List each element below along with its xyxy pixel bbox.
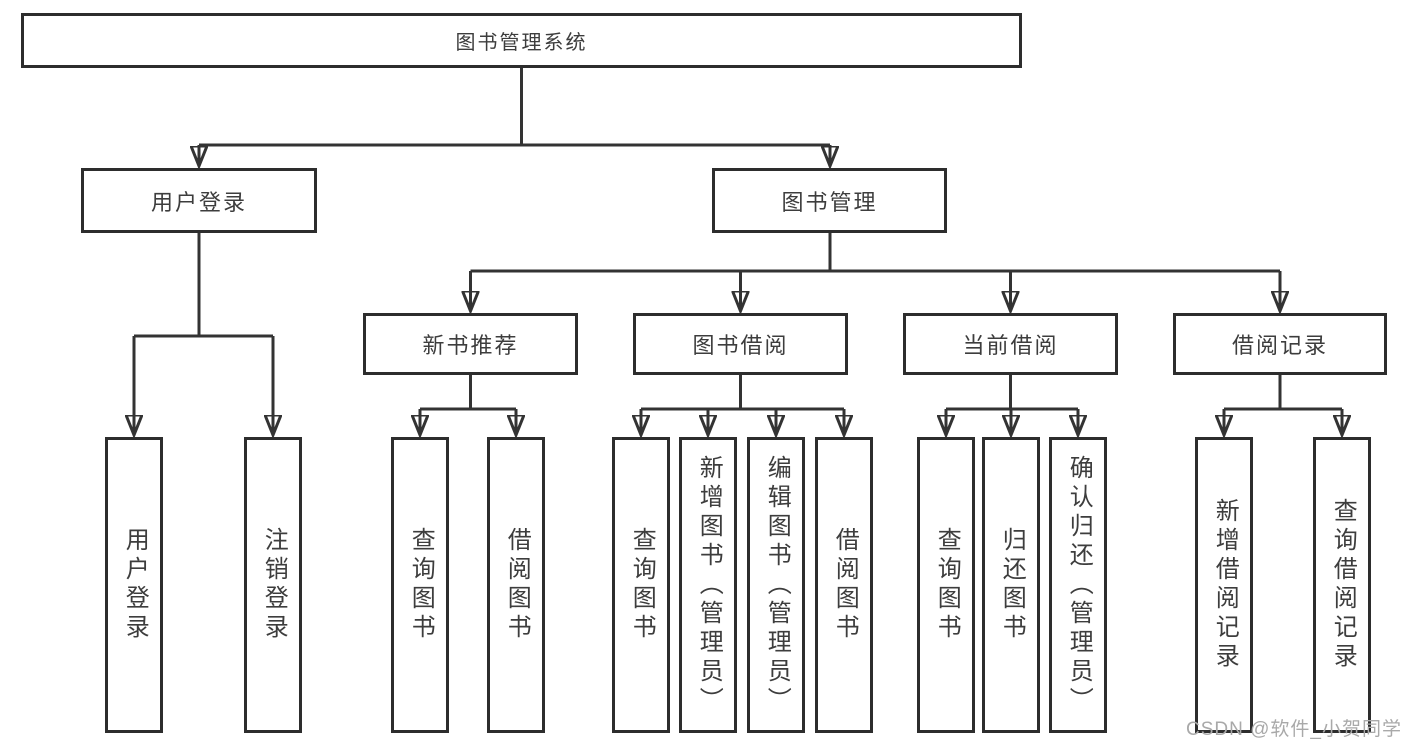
csdn-watermark: CSDN @软件_小贺同学 [1186,719,1402,740]
node-label: 新书推荐 [422,333,519,358]
connector-recommend-to-leaves [420,375,516,435]
leaf-label: 归还图书 [998,527,1026,643]
leaf-label: 查询图书 [407,527,435,643]
node-user-login: 用户登录 [81,168,317,233]
leaf-borrow-books: 借阅图书 [815,437,873,733]
leaf-label: 注销登录 [260,527,288,643]
node-label: 图书借阅 [692,333,789,358]
leaf-user-login: 用户登录 [105,437,163,733]
leaf-query-books-current: 查询图书 [917,437,975,733]
leaf-label: 查询借阅记录 [1329,498,1357,672]
leaf-label: 新增图书（管理员） [695,454,723,716]
node-label: 图书管理系统 [455,32,588,54]
leaf-label: 查询图书 [933,527,961,643]
leaf-label: 确认归还（管理员） [1065,454,1093,716]
connector-current-to-leaves [946,375,1078,435]
leaf-label: 编辑图书（管理员） [763,454,791,716]
node-borrow-records: 借阅记录 [1173,313,1387,375]
leaf-label: 查询图书 [628,527,656,643]
leaf-borrow-books-recommend: 借阅图书 [487,437,545,733]
leaf-label: 用户登录 [121,527,149,643]
node-book-management: 图书管理 [712,168,947,233]
node-label: 用户登录 [150,189,247,215]
connector-records-to-leaves [1224,375,1342,435]
leaf-add-books-admin: 新增图书（管理员） [679,437,737,733]
node-current-borrow: 当前借阅 [903,313,1118,375]
leaf-label: 新增借阅记录 [1211,498,1239,672]
node-library-management-system: 图书管理系统 [21,13,1022,68]
leaf-return-books: 归还图书 [982,437,1040,733]
node-label: 当前借阅 [962,333,1059,358]
leaf-confirm-return-admin: 确认归还（管理员） [1049,437,1107,733]
node-label: 图书管理 [781,189,878,215]
node-new-book-recommend: 新书推荐 [363,313,578,375]
connector-userlogin-to-leaves [134,233,273,435]
leaf-add-borrow-record: 新增借阅记录 [1195,437,1253,733]
leaf-query-books-borrow: 查询图书 [612,437,670,733]
leaf-edit-books-admin: 编辑图书（管理员） [747,437,805,733]
leaf-query-borrow-record: 查询借阅记录 [1313,437,1371,733]
node-label: 借阅记录 [1231,333,1328,358]
leaf-query-books-recommend: 查询图书 [391,437,449,733]
connector-bookmgmt-to-level3 [471,233,1281,311]
connector-borrow-to-leaves [641,375,844,435]
leaf-label: 借阅图书 [503,527,531,643]
leaf-logout: 注销登录 [244,437,302,733]
leaf-label: 借阅图书 [831,527,859,643]
connector-root-to-level2 [199,68,830,166]
node-book-borrow: 图书借阅 [633,313,848,375]
